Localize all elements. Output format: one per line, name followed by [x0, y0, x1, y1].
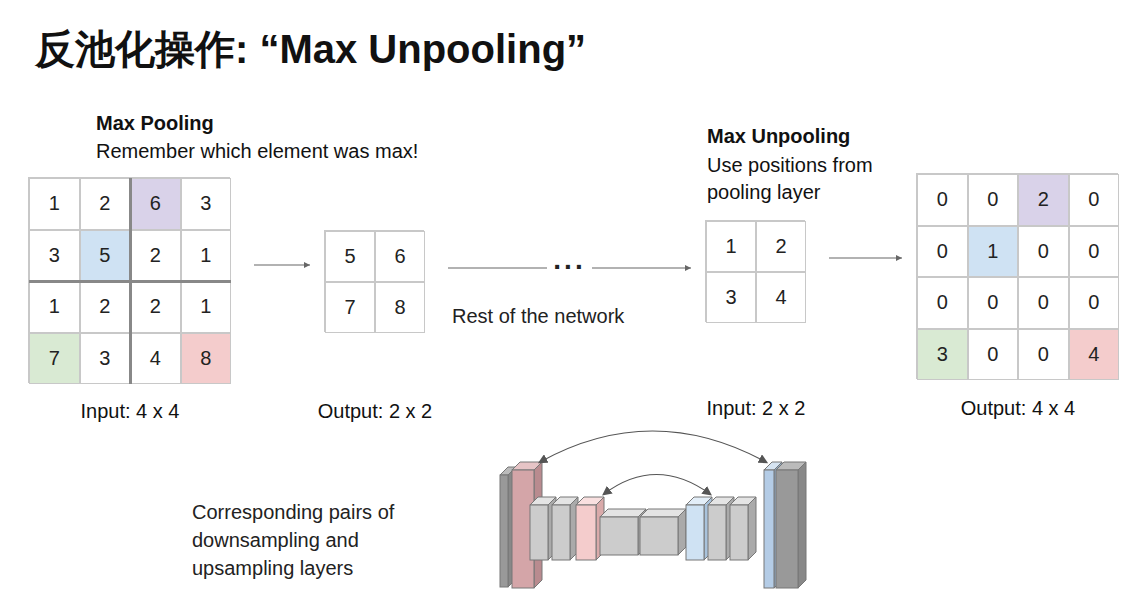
grid-cell: 7	[29, 333, 80, 385]
grid-cell: 2	[80, 178, 131, 230]
grid-cell: 0	[917, 226, 968, 278]
grid-cell: 8	[181, 333, 232, 385]
edge-label: ...	[547, 246, 591, 274]
grid-caption: Input: 4 x 4	[0, 400, 281, 423]
grid-cell: 3	[181, 178, 232, 230]
description: Use positions from pooling layer	[707, 152, 907, 206]
grid-cell: 1	[968, 226, 1019, 278]
cell-value: 2	[775, 235, 786, 258]
cell-value: 3	[49, 244, 60, 267]
grid-box: 1234Max UnpoolingUse positions from pool…	[705, 220, 805, 322]
cell-value: 5	[99, 244, 110, 267]
cell-value: 1	[49, 192, 60, 215]
grid-cell: 1	[181, 281, 232, 333]
cell-value: 0	[937, 188, 948, 211]
network-note: Rest of the network	[452, 305, 624, 328]
cell-value: 3	[937, 343, 948, 366]
cell-value: 1	[200, 244, 211, 267]
illustration-caption: Corresponding pairs of downsampling and …	[192, 498, 457, 582]
grid-cell: 0	[1069, 226, 1120, 278]
grid-box: 5678Output: 2 x 2	[324, 230, 424, 332]
cell-value: 0	[1038, 291, 1049, 314]
grid-cell: 8	[375, 282, 425, 333]
flow-arrow	[254, 262, 310, 268]
cell-value: 4	[1088, 343, 1099, 366]
grid-caption: Input: 2 x 2	[646, 397, 866, 420]
grid-cell: 3	[80, 333, 131, 385]
description: Remember which element was max!	[96, 140, 516, 163]
grid-cell: 6	[130, 178, 181, 230]
cell-value: 0	[1038, 343, 1049, 366]
grid-cell: 1	[706, 221, 756, 272]
grid-cell: 4	[756, 272, 806, 323]
cell-value: 2	[1038, 188, 1049, 211]
grid-cell: 1	[29, 178, 80, 230]
cell-value: 0	[1088, 240, 1099, 263]
cell-value: 0	[1088, 291, 1099, 314]
grid-box: 0020010000003004Output: 4 x 4	[916, 173, 1118, 379]
grid-cell: 3	[706, 272, 756, 323]
grid-caption: Output: 4 x 4	[867, 397, 1135, 420]
grid-cell: 4	[1069, 329, 1120, 381]
grid-cell: 0	[968, 329, 1019, 381]
cell-value: 0	[987, 188, 998, 211]
cell-value: 4	[775, 286, 786, 309]
cell-value: 0	[987, 343, 998, 366]
cell-value: 0	[1038, 240, 1049, 263]
grid-cell: 3	[917, 329, 968, 381]
grid-cell: 0	[1069, 174, 1120, 226]
flow-arrow	[829, 255, 902, 261]
cell-value: 2	[150, 295, 161, 318]
cell-value: 6	[150, 192, 161, 215]
cell-value: 6	[394, 245, 405, 268]
grid-cell: 1	[29, 281, 80, 333]
cell-value: 8	[394, 296, 405, 319]
grid-caption: Output: 2 x 2	[265, 400, 485, 423]
grid-cell: 5	[80, 230, 131, 282]
grid-cell: 0	[968, 174, 1019, 226]
cell-value: 0	[987, 291, 998, 314]
cell-value: 5	[344, 245, 355, 268]
grid-cell: 2	[130, 281, 181, 333]
grid-cell: 0	[968, 277, 1019, 329]
cell-value: 4	[150, 347, 161, 370]
grid-cell: 0	[917, 174, 968, 226]
cell-value: 3	[725, 286, 736, 309]
grid-box: 1263352112217348Max PoolingRemember whic…	[28, 177, 230, 383]
cell-value: 3	[200, 192, 211, 215]
cell-value: 1	[49, 295, 60, 318]
grid-cell: 3	[29, 230, 80, 282]
cell-value: 0	[1088, 188, 1099, 211]
cell-value: 2	[99, 192, 110, 215]
grid-cell: 5	[325, 231, 375, 282]
cell-value: 0	[937, 291, 948, 314]
cell-value: 7	[49, 347, 60, 370]
title: 反池化操作: “Max Unpooling”	[35, 22, 586, 77]
cell-value: 2	[150, 244, 161, 267]
grid-cell: 2	[756, 221, 806, 272]
cell-value: 2	[99, 295, 110, 318]
cell-value: 1	[725, 235, 736, 258]
grid-cell: 0	[917, 277, 968, 329]
grid-cell: 2	[1018, 174, 1069, 226]
grid-cell: 0	[1018, 329, 1069, 381]
grid-cell: 0	[1069, 277, 1120, 329]
grid-cell: 7	[325, 282, 375, 333]
grid-cell: 6	[375, 231, 425, 282]
grid-cell: 4	[130, 333, 181, 385]
cell-value: 1	[200, 295, 211, 318]
heading: Max Pooling	[96, 112, 416, 135]
quadrant-divider	[29, 280, 231, 283]
heading: Max Unpooling	[707, 125, 947, 148]
grid-cell: 2	[80, 281, 131, 333]
grid-cell: 0	[1018, 277, 1069, 329]
cell-value: 0	[937, 240, 948, 263]
grid-cell: 2	[130, 230, 181, 282]
grid-cell: 1	[181, 230, 232, 282]
cell-value: 7	[344, 296, 355, 319]
cell-value: 1	[987, 240, 998, 263]
cell-value: 8	[200, 347, 211, 370]
cell-value: 3	[99, 347, 110, 370]
grid-cell: 0	[1018, 226, 1069, 278]
